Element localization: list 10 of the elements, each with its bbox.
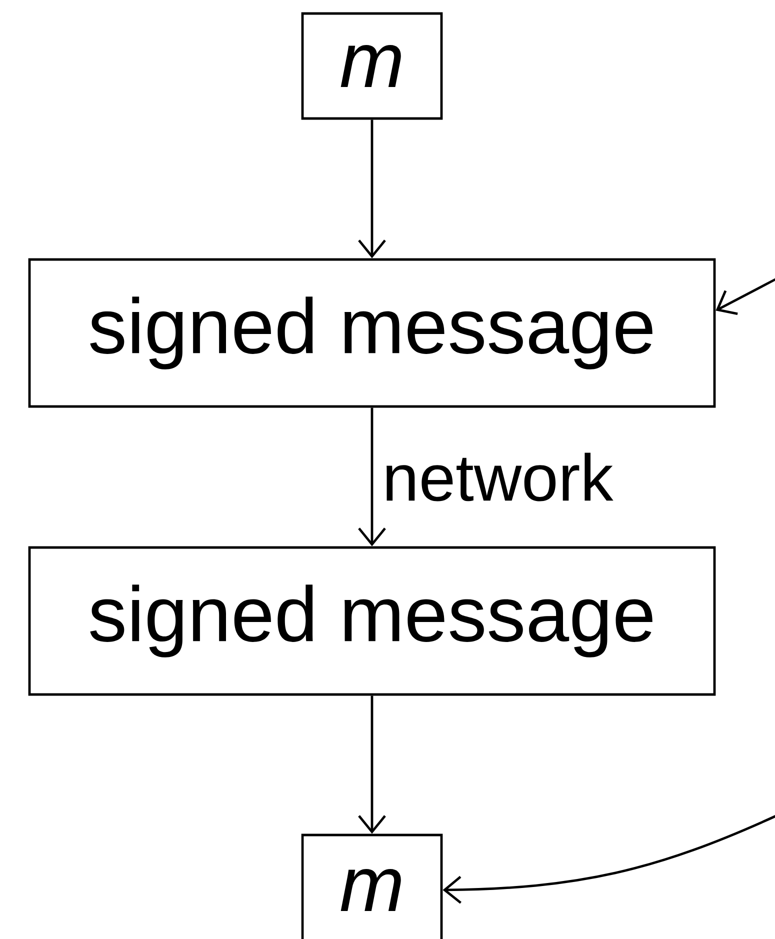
edge-label: network [379,450,616,504]
arrow [358,408,386,546]
term-box: m [301,834,443,939]
process-box: signed message [28,546,716,696]
term-box: m [301,12,443,120]
arrow [716,276,775,315]
process-box: signed message [28,258,716,408]
arrow [358,120,386,258]
arrow [358,696,386,834]
arrow [442,814,775,904]
